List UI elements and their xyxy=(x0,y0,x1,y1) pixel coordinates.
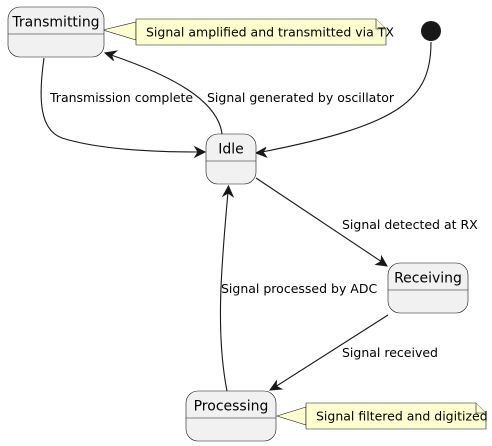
edge-processing-to-idle xyxy=(219,184,235,392)
initial-state-dot xyxy=(421,21,441,41)
edge-label-signal-received: Signal received xyxy=(342,345,438,360)
note-transmitting: Signal amplified and transmitted via TX xyxy=(135,18,394,46)
note-connector-transmitting xyxy=(101,21,137,41)
note-label-transmitting: Signal amplified and transmitted via TX xyxy=(146,25,394,40)
state-label-receiving: Receiving xyxy=(394,271,462,287)
edge-receiving-to-processing xyxy=(268,314,389,391)
edge-start-to-idle xyxy=(254,41,432,159)
edge-label-signal-processed: Signal processed by ADC xyxy=(221,281,377,296)
edge-label-transmission-complete: Transmission complete xyxy=(49,90,193,105)
state-processing[interactable]: Processing xyxy=(185,390,277,442)
state-label-idle: Idle xyxy=(218,142,244,158)
edge-label-signal-detected: Signal detected at RX xyxy=(342,217,478,232)
note-connector-processing xyxy=(275,406,307,426)
note-label-processing: Signal filtered and digitized xyxy=(316,409,488,424)
state-label-transmitting: Transmitting xyxy=(11,15,99,31)
state-idle[interactable]: Idle xyxy=(205,133,257,185)
state-receiving[interactable]: Receiving xyxy=(387,262,469,314)
edge-idle-to-receiving xyxy=(255,177,388,267)
edge-label-signal-generated: Signal generated by oscillator xyxy=(207,90,395,105)
edge-idle-to-transmitting xyxy=(103,50,223,135)
state-label-processing: Processing xyxy=(194,399,269,415)
note-processing: Signal filtered and digitized xyxy=(305,402,488,430)
edge-transmitting-to-idle xyxy=(40,57,207,159)
state-transmitting[interactable]: Transmitting xyxy=(7,6,105,58)
